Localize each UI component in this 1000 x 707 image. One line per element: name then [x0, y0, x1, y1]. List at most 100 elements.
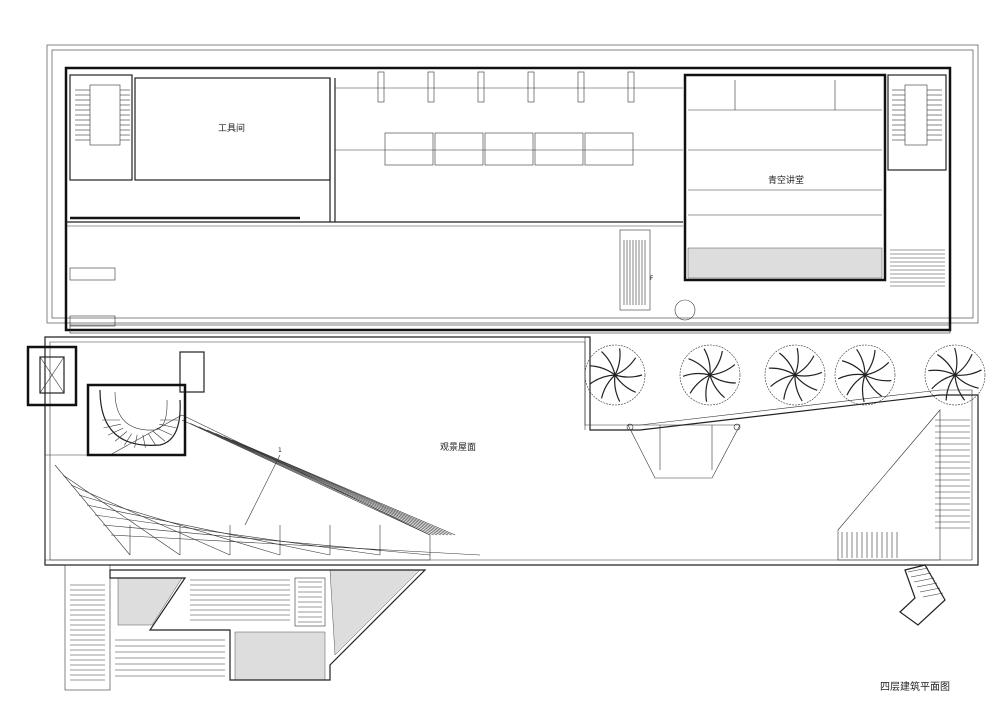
tree-branch	[794, 371, 823, 377]
tree-branch	[778, 352, 796, 376]
tree-icon	[924, 344, 986, 406]
skylight	[484, 132, 534, 166]
viewing-roof-label: 观景屋面	[440, 442, 476, 453]
skylight	[434, 132, 484, 166]
spiral-stair	[86, 383, 187, 457]
spiral-tread	[152, 431, 166, 442]
skylight	[584, 132, 634, 166]
lecture-hall	[683, 73, 887, 282]
stair-mark: F	[650, 275, 654, 282]
spiral-tread	[159, 423, 177, 429]
tree-branch	[931, 374, 956, 390]
roof-step	[232, 439, 452, 536]
roof-step	[78, 494, 281, 556]
tree-branch	[841, 360, 866, 376]
roof-step	[54, 464, 131, 556]
tree-branch	[589, 365, 616, 376]
tree-branch	[614, 348, 621, 376]
tree-branch	[864, 374, 892, 382]
tree-branch	[864, 361, 890, 376]
tree-branch	[954, 369, 982, 376]
tree-branch	[928, 369, 956, 376]
tree-branch	[600, 374, 616, 399]
tree-branch	[945, 374, 956, 401]
tree-branch	[856, 348, 866, 376]
tree-branch	[709, 350, 723, 376]
lecture-hall-label: 青空讲堂	[768, 174, 804, 186]
column	[377, 71, 385, 103]
tree-branch	[601, 351, 616, 376]
tree-branch	[614, 374, 636, 393]
tree-branch	[954, 374, 979, 389]
tree-icon	[679, 344, 741, 406]
tread	[916, 582, 938, 588]
drawing-title: 四层建筑平面图	[880, 680, 950, 693]
trees	[584, 344, 986, 406]
tree-branch	[794, 374, 803, 402]
spiral-tread	[156, 427, 173, 436]
tree-branch	[614, 357, 637, 376]
tree-icon	[834, 344, 896, 406]
tree-branch	[954, 374, 966, 401]
tree-branch	[614, 374, 643, 378]
tree-branch	[703, 348, 711, 376]
spiral-tread	[103, 423, 121, 429]
stair-left	[69, 74, 133, 181]
spiral-tread	[134, 434, 138, 448]
tree-branch	[770, 374, 796, 388]
roof-step	[240, 443, 456, 536]
slope-mark: 1	[278, 447, 282, 454]
tree-branch	[838, 373, 866, 380]
tree-branch	[709, 374, 736, 384]
skylight	[384, 132, 434, 166]
tree-branch	[709, 374, 725, 399]
tree-branch	[768, 367, 796, 376]
tread	[922, 592, 944, 598]
roof-step	[190, 423, 434, 536]
tree-icon	[584, 344, 646, 406]
spiral-tread	[148, 433, 157, 446]
spiral-tread	[123, 433, 132, 446]
column	[427, 71, 435, 103]
roof-step	[102, 524, 431, 556]
bottom-stairs	[64, 564, 427, 691]
tree-branch	[614, 374, 621, 402]
roof-step	[70, 484, 231, 556]
upper-building	[46, 44, 979, 334]
spiral-tread	[142, 434, 146, 448]
column	[627, 71, 635, 103]
tread	[907, 567, 929, 573]
tree-branch	[794, 355, 815, 376]
tree-branch	[689, 374, 711, 394]
roof-step	[223, 436, 449, 536]
roof-step	[86, 504, 331, 556]
tree-branch	[783, 374, 796, 400]
tread	[913, 577, 935, 583]
tree-branch	[705, 374, 711, 402]
tread	[919, 587, 941, 593]
tool-room-label: 工具间	[218, 122, 245, 134]
tree-branch	[937, 354, 956, 376]
tree-branch	[954, 347, 958, 376]
tree-branch	[846, 374, 866, 396]
tree-branch	[864, 349, 876, 376]
roof-step	[198, 426, 438, 536]
tree-branch	[864, 374, 883, 397]
column	[477, 71, 485, 103]
roof-step	[94, 514, 381, 556]
elevator	[26, 345, 78, 407]
tree-branch	[589, 374, 616, 385]
tree-branch	[861, 374, 866, 403]
tree-branch	[688, 358, 711, 376]
tree-branch	[709, 364, 736, 376]
roof-step	[207, 429, 441, 536]
tread	[910, 572, 932, 578]
skylight	[534, 132, 584, 166]
spiral-tread	[114, 431, 128, 442]
tree-branch	[682, 372, 711, 377]
stair-right	[887, 74, 947, 287]
spiral-tread	[107, 427, 124, 436]
external-stair	[899, 564, 946, 626]
roof-step	[181, 419, 431, 536]
